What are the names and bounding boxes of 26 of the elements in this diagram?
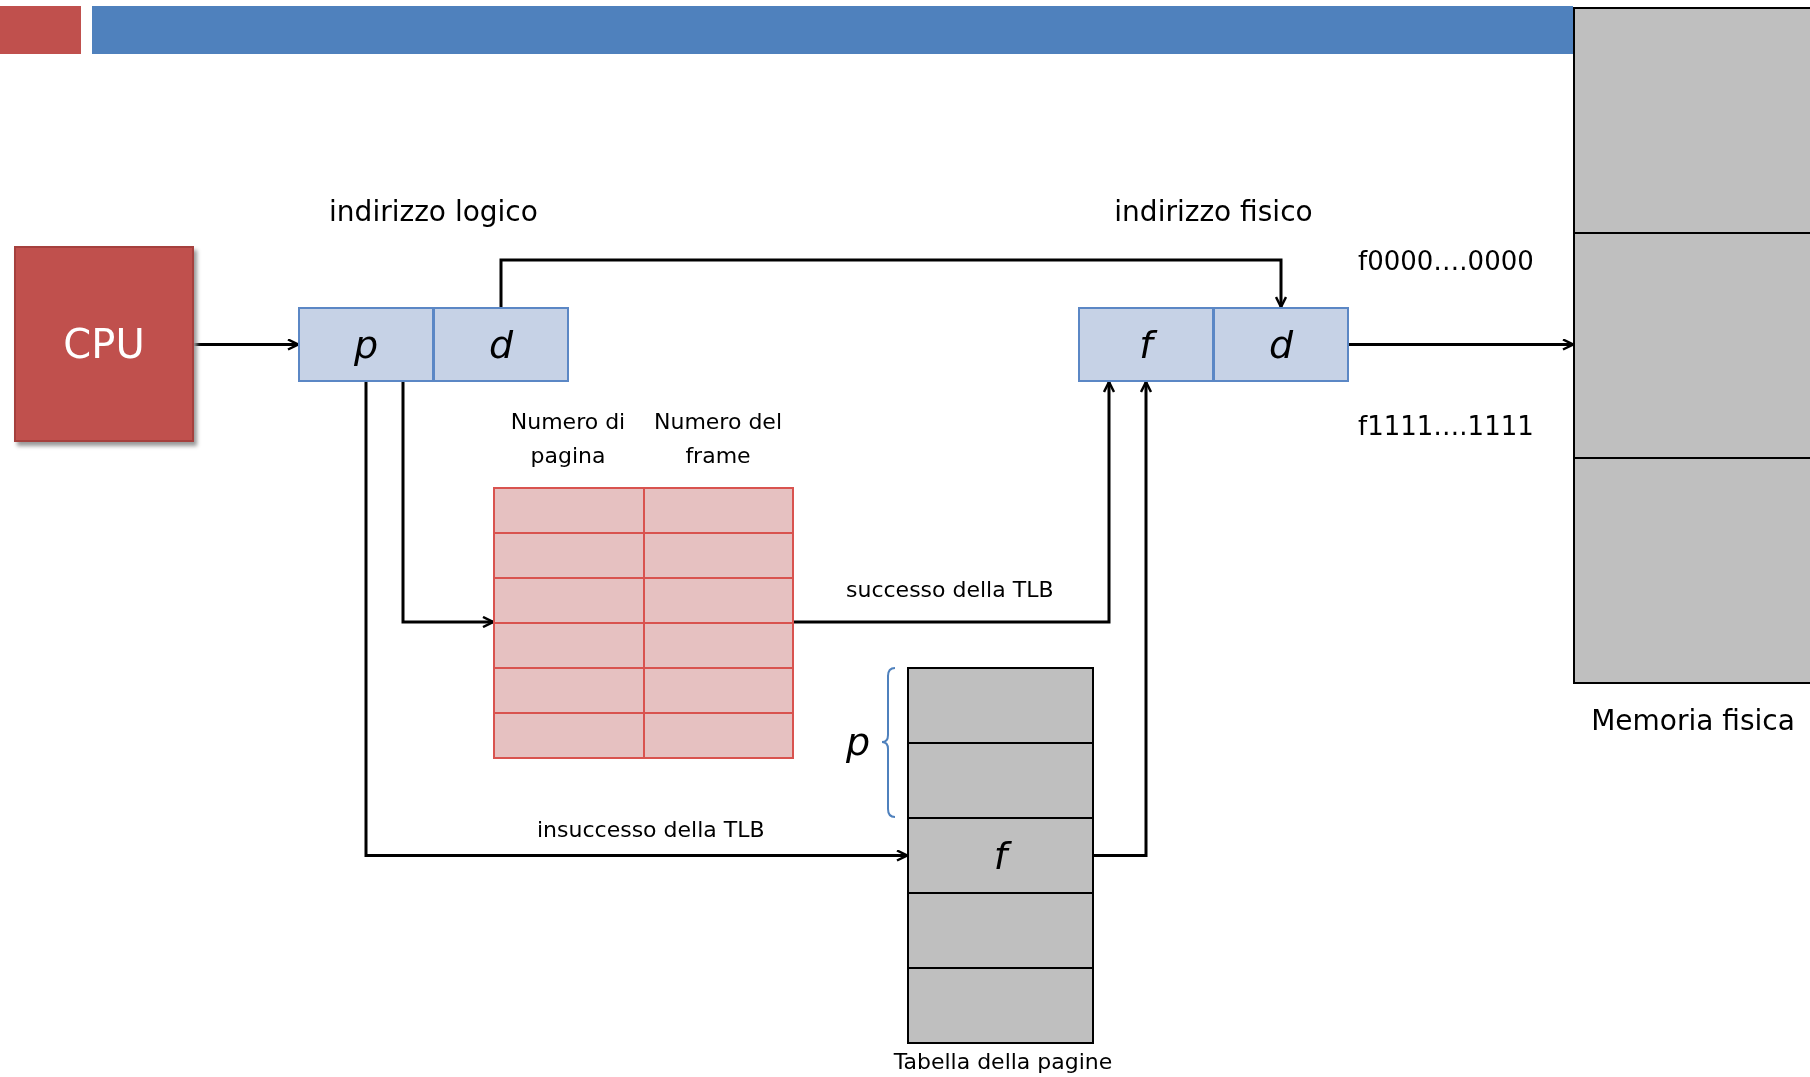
- arrow: [364, 382, 909, 862]
- address-field: f: [1078, 307, 1214, 382]
- node-label: Tabella della pagine: [892, 1049, 1114, 1074]
- node-label: Memoria fisica: [1590, 703, 1796, 739]
- arrow: [401, 382, 495, 629]
- page-table-row: [907, 967, 1094, 1044]
- page-table-row: [907, 667, 1094, 744]
- index-label: p: [846, 720, 871, 764]
- address-label: f0000….0000: [1358, 246, 1534, 276]
- cpu-box: CPU: [14, 246, 194, 442]
- address-field: d: [1213, 307, 1349, 382]
- arrow: [499, 258, 1288, 309]
- page-table-row: [907, 892, 1094, 969]
- heading: indirizzo logico: [328, 195, 539, 228]
- address-label: f1111….1111: [1358, 411, 1534, 441]
- arrow: [194, 338, 300, 351]
- address-field: p: [298, 307, 434, 382]
- address-field: d: [433, 307, 569, 382]
- arrow: [1349, 338, 1575, 351]
- arrow: [794, 380, 1116, 624]
- page-table-row: [907, 742, 1094, 819]
- page-table-row: f: [907, 817, 1094, 894]
- column-header: Numero di pagina: [509, 408, 627, 470]
- column-header: Numero del frame: [653, 408, 783, 470]
- heading: indirizzo fisico: [1113, 195, 1314, 228]
- arrow: [1094, 380, 1153, 857]
